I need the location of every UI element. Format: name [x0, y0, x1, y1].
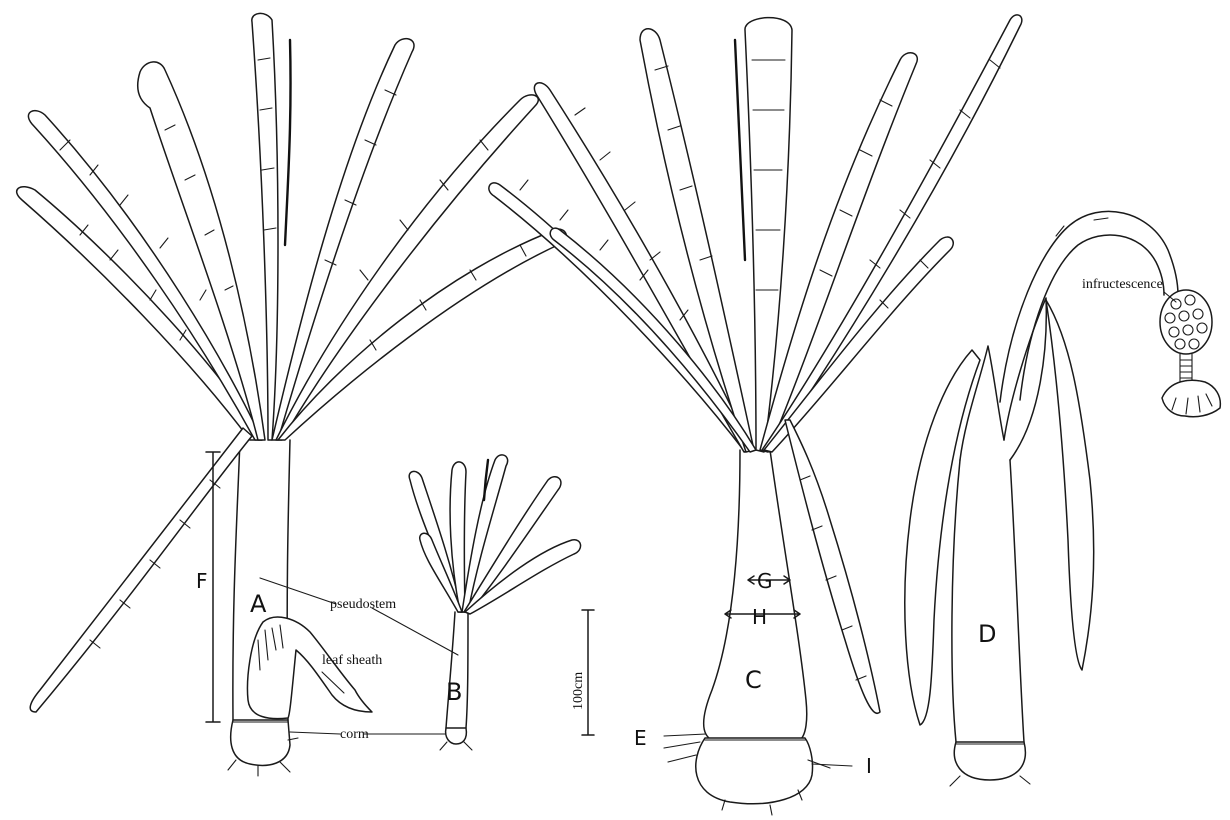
label-plant-c: C: [745, 666, 762, 694]
label-leaf-sheath: leaf sheath: [322, 653, 382, 668]
plant-b: [409, 455, 580, 750]
label-plant-d: D: [978, 620, 996, 648]
infructescence-fruit-cluster: [1160, 290, 1220, 417]
label-plant-b: B: [446, 678, 462, 706]
label-pseudostem: pseudostem: [330, 597, 396, 612]
label-corm: corm: [340, 727, 369, 742]
label-dim-h: H: [752, 605, 767, 629]
label-scale-bar: 100cm: [571, 672, 586, 710]
label-dim-e: E: [634, 726, 647, 750]
label-dim-f: F: [196, 569, 208, 593]
label-dim-g: G: [757, 569, 773, 593]
label-plant-a: A: [250, 590, 267, 618]
label-infructescence: infructescence: [1082, 277, 1163, 292]
plant-a: [17, 13, 567, 776]
label-dim-i: I: [866, 754, 872, 778]
plant-d: [905, 211, 1221, 786]
